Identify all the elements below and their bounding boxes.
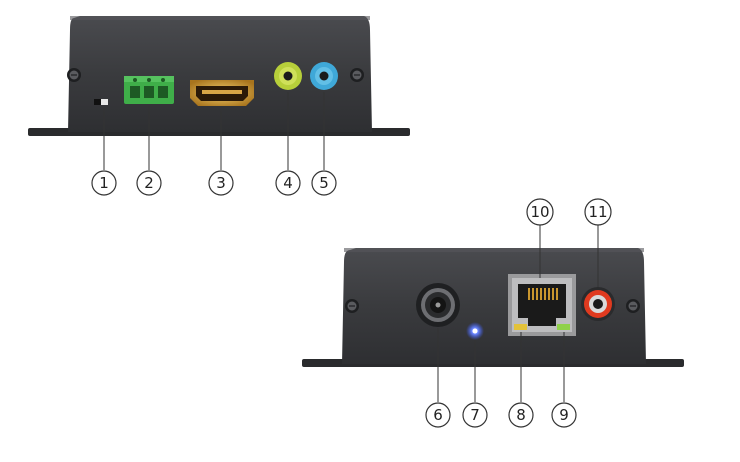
callout-10: 10 <box>526 198 554 226</box>
callout-label: 7 <box>470 406 480 424</box>
screw-icon <box>67 68 81 82</box>
callout-label: 10 <box>530 203 549 221</box>
audio-jack-icon <box>310 62 338 90</box>
callout-label: 4 <box>283 174 293 192</box>
callout-label: 8 <box>516 406 526 424</box>
power-jack-icon <box>416 283 460 327</box>
callout-8: 8 <box>508 402 534 428</box>
callout-7: 7 <box>462 402 488 428</box>
top-device-panel <box>28 16 410 136</box>
callout-11: 11 <box>584 198 612 226</box>
callout-label: 3 <box>216 174 226 192</box>
hdmi-port-icon <box>190 80 254 106</box>
callout-label: 2 <box>144 174 154 192</box>
led-icon <box>557 324 570 330</box>
rj45-port-icon <box>508 274 576 336</box>
callout-2: 2 <box>136 170 162 196</box>
bottom-device-panel <box>302 248 684 367</box>
callout-1: 1 <box>91 170 117 196</box>
callout-5: 5 <box>311 170 337 196</box>
callout-label: 6 <box>433 406 443 424</box>
callout-4: 4 <box>275 170 301 196</box>
terminal-block-icon <box>124 76 174 104</box>
callout-6: 6 <box>425 402 451 428</box>
callout-3: 3 <box>208 170 234 196</box>
screw-icon <box>350 68 364 82</box>
led-icon <box>514 324 527 330</box>
screw-icon <box>345 299 359 313</box>
rca-jack-icon <box>581 287 615 321</box>
callout-label: 5 <box>319 174 329 192</box>
switch-icon <box>94 99 108 105</box>
audio-jack-icon <box>274 62 302 90</box>
screw-icon <box>626 299 640 313</box>
callout-label: 11 <box>588 203 607 221</box>
callout-9: 9 <box>551 402 577 428</box>
callout-label: 9 <box>559 406 569 424</box>
led-icon <box>466 322 484 340</box>
callout-label: 1 <box>99 174 109 192</box>
